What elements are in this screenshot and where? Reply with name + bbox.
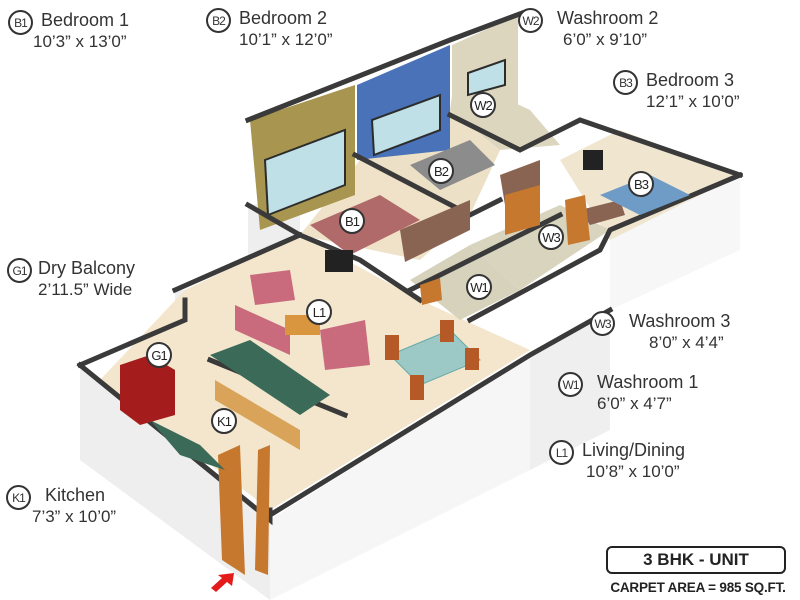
badge-w1: W1 (558, 372, 583, 397)
legend-dry-balcony: G1 Dry Balcony 2’11.5” Wide (7, 258, 135, 300)
legend-living-dining: L1 Living/Dining 10’8” x 10’0” (549, 440, 685, 482)
badge-b3: B3 (613, 70, 638, 95)
marker-w1: W1 (466, 274, 492, 300)
room-dimensions: 6’0” x 9’10” (563, 30, 648, 49)
carpet-area-label: CARPET AREA = 985 SQ.FT. (610, 580, 786, 595)
badge-l1: L1 (549, 440, 574, 465)
legend-bedroom3: B3 Bedroom 3 12’1” x 10’0” (613, 70, 740, 112)
room-dimensions: 10’1” x 12’0” (239, 30, 333, 49)
doors (218, 185, 590, 575)
room-name: Washroom 2 (557, 8, 659, 28)
marker-b1: B1 (339, 208, 365, 234)
legend-bedroom1: B1 Bedroom 1 10’3” x 13’0” (8, 10, 129, 52)
legend-washroom2: W2 Washroom 2 6’0” x 9’10” (518, 8, 658, 50)
marker-g1: G1 (146, 342, 172, 368)
room-name: Kitchen (45, 485, 106, 505)
marker-b2: B2 (428, 158, 454, 184)
room-dimensions: 12’1” x 10’0” (646, 92, 740, 111)
legend-washroom1: W1 Washroom 1 6’0” x 4’7” (558, 372, 698, 414)
room-dimensions: 10’3” x 13’0” (33, 32, 127, 51)
badge-g1: G1 (7, 258, 32, 283)
room-dimensions: 6’0” x 4’7” (597, 394, 672, 413)
badge-w3: W3 (590, 311, 615, 336)
marker-l1: L1 (306, 299, 332, 325)
badge-w2: W2 (518, 8, 543, 33)
marker-b3: B3 (628, 171, 654, 197)
unit-type-label: 3 BHK - UNIT (606, 546, 786, 574)
legend-kitchen: K1 Kitchen 7’3” x 10’0” (6, 485, 116, 527)
room-name: Bedroom 3 (646, 70, 735, 90)
marker-k1: K1 (211, 408, 237, 434)
room-name: Living/Dining (582, 440, 686, 460)
room-name: Bedroom 1 (41, 10, 130, 30)
legend-washroom3: W3 Washroom 3 8’0” x 4’4” (590, 311, 730, 353)
room-name: Washroom 3 (629, 311, 731, 331)
room-dimensions: 10’8” x 10’0” (586, 462, 680, 481)
entry-arrow-icon (211, 573, 234, 592)
room-name: Bedroom 2 (239, 8, 328, 28)
marker-w3: W3 (538, 224, 564, 250)
room-dimensions: 8’0” x 4’4” (649, 333, 724, 352)
room-dimensions: 7’3” x 10’0” (32, 507, 117, 526)
marker-w2: W2 (470, 92, 496, 118)
furniture (120, 140, 690, 470)
room-name: Dry Balcony (38, 258, 136, 278)
room-name: Washroom 1 (597, 372, 699, 392)
legend-bedroom2: B2 Bedroom 2 10’1” x 12’0” (206, 8, 333, 50)
accent-walls (250, 15, 518, 230)
badge-b2: B2 (206, 8, 231, 33)
badge-k1: K1 (6, 485, 31, 510)
room-dimensions: 2’11.5” Wide (38, 280, 133, 299)
badge-b1: B1 (8, 10, 33, 35)
